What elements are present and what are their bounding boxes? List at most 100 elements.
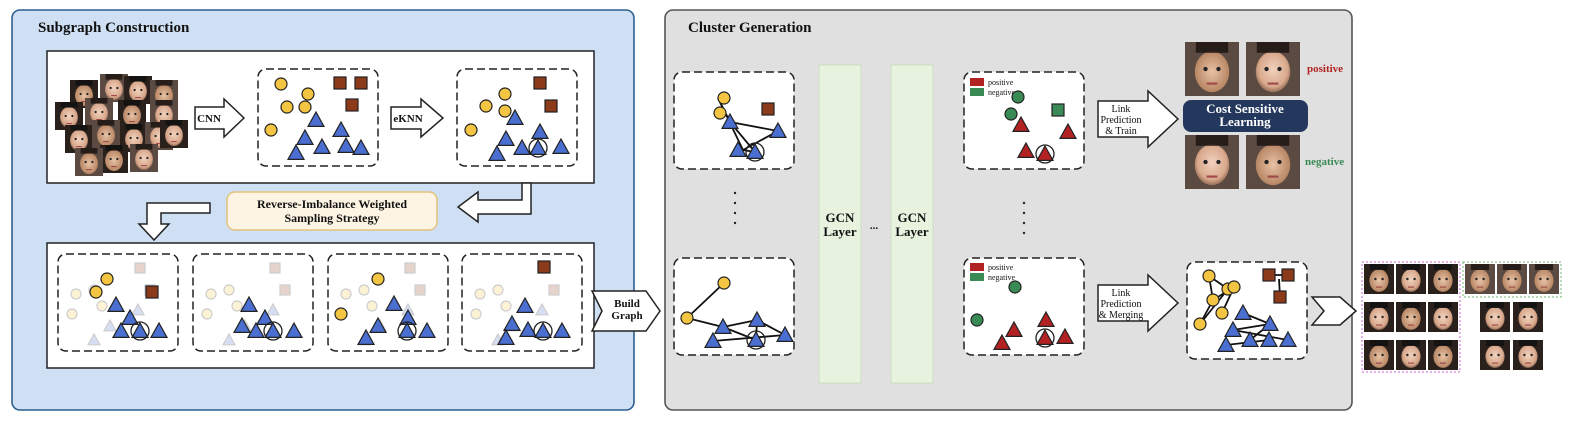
face-mouth [66, 123, 72, 125]
face-hair [1503, 264, 1521, 270]
circle-node [264, 123, 278, 137]
face-eye [1406, 315, 1409, 319]
face-hair [1535, 264, 1553, 270]
collage-face [75, 148, 103, 176]
circle-node [366, 300, 378, 312]
square-node [333, 76, 347, 90]
face-skin [70, 129, 88, 152]
face-eye [176, 132, 179, 136]
cluster-1-face [1428, 340, 1458, 370]
strategy-line-2: Sampling Strategy [284, 211, 379, 225]
triangle-node [130, 302, 146, 316]
square-node [1262, 268, 1276, 282]
face-skin [135, 148, 153, 171]
eknn-neighborhood-nodes [464, 76, 571, 161]
positive-face-b [1246, 42, 1300, 96]
triangle-node [86, 332, 102, 346]
face-mouth [129, 121, 135, 123]
face-mouth [135, 97, 141, 99]
gcn-layer-2: GCN Layer [890, 64, 934, 384]
circle-node [1011, 90, 1025, 104]
face-eye [1413, 315, 1416, 319]
triangle-node [1240, 330, 1260, 347]
face-skin [60, 106, 78, 129]
square-node [345, 98, 359, 112]
circle-node [479, 99, 493, 113]
face-collage [55, 74, 188, 176]
face-skin [1369, 345, 1389, 368]
face-eye [1203, 66, 1208, 72]
edge [1232, 323, 1271, 331]
face-eye [1381, 353, 1384, 357]
face-eye [139, 156, 142, 160]
triangle-node [768, 121, 788, 138]
face-skin [1534, 269, 1554, 292]
face-eye [1277, 159, 1282, 165]
face-eye [166, 92, 169, 96]
face-eye [101, 110, 104, 114]
triangle-node [246, 321, 266, 338]
triangle-node [728, 140, 748, 157]
face-eye [1374, 315, 1377, 319]
circle-node [201, 308, 213, 320]
cnn-arrow: CNN [194, 97, 246, 139]
face-eye [140, 88, 143, 92]
face-hair [80, 148, 98, 154]
face-eye [1216, 66, 1221, 72]
face-hair [123, 100, 141, 106]
triangle-node [1216, 335, 1236, 352]
face-skin [1401, 345, 1421, 368]
cnn-label: CNN [197, 113, 221, 125]
anchor-ring [1035, 144, 1055, 164]
cluster-3-face [1513, 302, 1543, 332]
face-mouth [1408, 362, 1414, 364]
face-eye [94, 110, 97, 114]
negative-face-b [1246, 135, 1300, 189]
vertical-dots-left [733, 191, 737, 225]
face-skin [90, 102, 108, 125]
anchor-ring [1035, 328, 1055, 348]
face-mouth [1376, 324, 1382, 326]
face-mouth [1267, 82, 1279, 85]
vertical-dots-right [1022, 201, 1026, 235]
face-eye [109, 157, 112, 161]
face-mouth [156, 143, 162, 145]
face-hair [60, 102, 78, 108]
cluster-3-face [1513, 340, 1543, 370]
return-arrow [456, 182, 532, 224]
face-hair [97, 120, 115, 126]
triangle-node [1035, 144, 1055, 161]
triangle-node [512, 138, 532, 155]
square-node [404, 262, 416, 274]
gcn-layer-1-text-1: GCN [826, 210, 856, 225]
gcn-ellipsis: ... [870, 220, 879, 232]
positive-pair-label: positive [1307, 63, 1343, 75]
triangle-node [130, 321, 150, 338]
circle-node [717, 91, 731, 105]
cluster-1-face [1428, 264, 1458, 294]
face-skin [1369, 307, 1389, 330]
face-hair [135, 144, 153, 150]
face-skin [1401, 269, 1421, 292]
triangle-node [746, 330, 766, 347]
circle-node [474, 288, 486, 300]
merged-graph-box [1186, 261, 1308, 360]
triangle-node [356, 328, 376, 345]
collage-face [130, 144, 158, 172]
circle-node [231, 300, 243, 312]
face-eye [116, 86, 119, 90]
triangle-node [102, 318, 118, 332]
circle-node [1206, 293, 1220, 307]
gcn-layer-2-text-2: Layer [895, 224, 928, 239]
face-mouth [1376, 286, 1382, 288]
face-eye [1445, 277, 1448, 281]
face-skin [1433, 345, 1453, 368]
circle-node [340, 288, 352, 300]
face-eye [1475, 277, 1478, 281]
face-eye [1523, 315, 1526, 319]
triangle-node [232, 316, 252, 333]
square-node [354, 76, 368, 90]
face-skin [105, 78, 123, 101]
training-face-pairs [1185, 42, 1300, 189]
face-hair [1195, 42, 1229, 53]
